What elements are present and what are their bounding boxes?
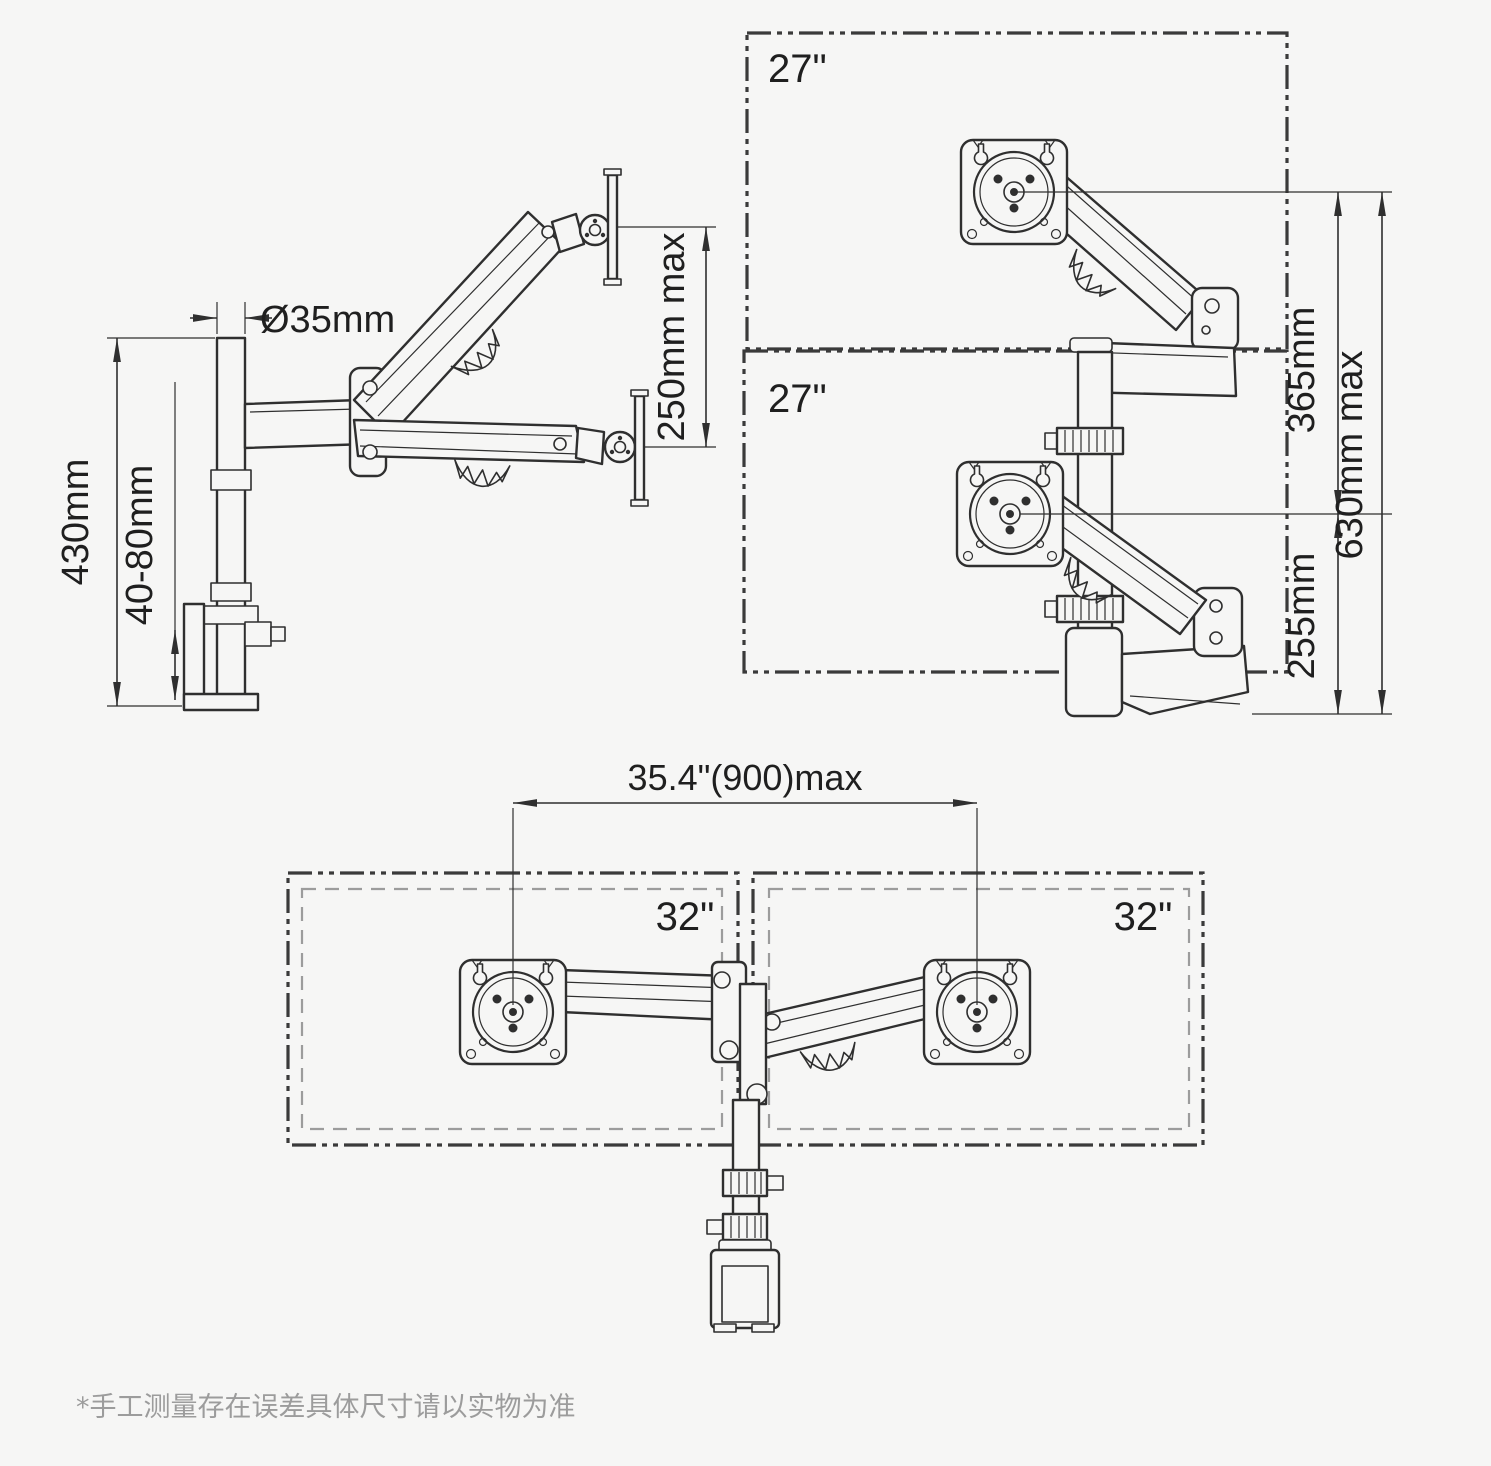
clamp-range-label: 40-80mm [119,465,161,626]
right-monitor-inner-outline [767,887,1191,1131]
dimension-stacked: 365mm 255mm 630mm max [1014,191,1392,715]
bottom-monitor-size-label: 27" [768,377,827,421]
span-label: 35.4"(900)max [628,757,863,798]
side-by-side-view-diagram: 32" 32" [286,757,1205,1333]
bottom-monitor-outline [742,349,1289,674]
pole-diameter-label: Ø35mm [260,299,395,341]
desk-clamp [182,602,286,712]
adjustment-collar [721,1168,784,1198]
dimension-vertical-range: 250mm max [617,226,716,448]
lower-distance-label: 255mm [1281,553,1323,680]
dimension-clamp-range: 40-80mm [119,382,179,700]
release-lever [453,459,511,489]
center-column [706,960,784,1333]
right-monitor-size-label: 32" [1114,895,1173,939]
vesa-pivot-head [578,213,612,247]
right-arm [762,974,931,1078]
adjustment-collar [706,1212,769,1242]
total-height-label: 630mm max [1329,350,1371,559]
left-monitor-size-label: 32" [656,895,715,939]
gas-spring-arm-lower [352,388,650,508]
pole-height-label: 430mm [55,459,97,586]
measurement-disclaimer: *手工测量存在误差具体尺寸请以实物为准 [76,1392,576,1423]
top-monitor-outline [745,31,1289,351]
upper-arm-assembly [1040,166,1240,398]
pole-collar [1043,426,1125,456]
desk-clamp [709,1239,781,1333]
dimension-span: 35.4"(900)max [512,757,978,1005]
vesa-pivot-head [603,430,637,464]
top-monitor-size-label: 27" [768,47,827,91]
dimension-pole-height: 430mm [55,337,215,707]
vertical-range-label: 250mm max [651,232,693,441]
upper-distance-label: 365mm [1281,307,1323,434]
pole-collar [1043,594,1125,624]
dimension-pole-diameter: Ø35mm [190,299,395,341]
side-view-diagram: Ø35mm 430mm 40-80mm 250mm max [55,167,716,712]
pole [210,336,252,705]
left-arm [559,968,730,1022]
stacked-view-diagram: 27" 27" [742,31,1392,718]
